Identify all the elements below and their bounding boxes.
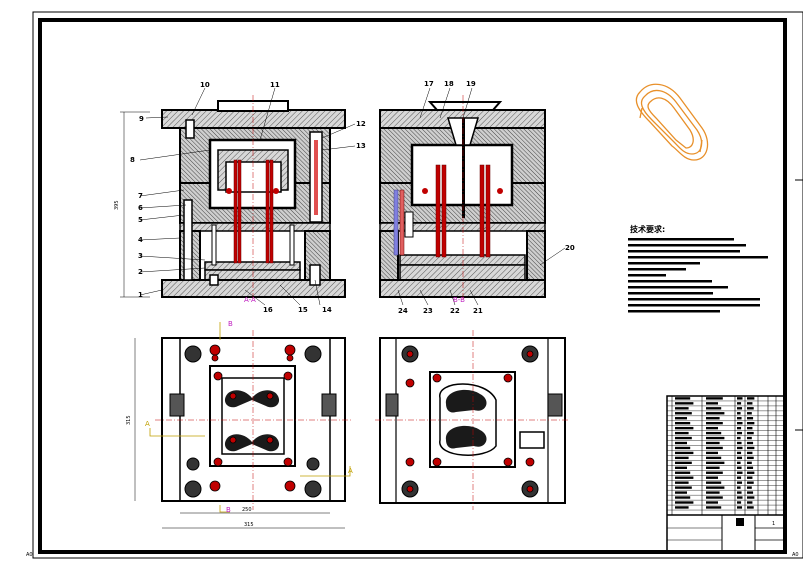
- svg-text:315: 315: [126, 415, 132, 425]
- label-5: 5: [138, 216, 143, 224]
- label-10: 10: [200, 81, 210, 89]
- label-17: 17: [424, 80, 434, 88]
- label-12: 12: [356, 120, 366, 128]
- section-mark-b-b: B-B: [453, 296, 465, 304]
- outer-frame: [32, 11, 803, 559]
- label-6: 6: [138, 204, 143, 212]
- corner-label-left: A0: [26, 552, 33, 558]
- label-8: 8: [130, 156, 135, 164]
- plan-mark-a-left: A: [145, 420, 150, 428]
- label-15: 15: [298, 306, 308, 314]
- label-16: 16: [263, 306, 273, 314]
- label-14: 14: [322, 306, 332, 314]
- tech-requirements-title: 技术要求:: [630, 224, 665, 234]
- label-1: 1: [138, 291, 143, 299]
- plan-view-right: [375, 330, 570, 510]
- label-19: 19: [466, 80, 476, 88]
- side-section-view: 17 18 19 20 24 23 22 21 B-B: [379, 80, 575, 315]
- title-block: 1: [666, 395, 786, 553]
- label-20: 20: [565, 244, 575, 252]
- svg-text:315: 315: [244, 522, 254, 528]
- label-11: 11: [270, 81, 280, 89]
- label-3: 3: [138, 252, 143, 260]
- label-23: 23: [423, 307, 433, 315]
- label-21: 21: [473, 307, 483, 315]
- label-22: 22: [450, 307, 460, 315]
- label-24: 24: [398, 307, 408, 315]
- part-isometric: [635, 83, 709, 161]
- section-mark-a-a: A-A: [244, 296, 256, 304]
- technical-requirements: 技术要求:: [628, 224, 768, 313]
- label-2: 2: [138, 268, 143, 276]
- plan-mark-a-right: A: [348, 467, 353, 475]
- label-13: 13: [356, 142, 366, 150]
- svg-text:395: 395: [114, 200, 120, 210]
- plan-view-left: A A B B 315 250 315: [126, 320, 353, 529]
- plan-mark-b-top: B: [228, 320, 233, 328]
- inner-frame: [38, 18, 787, 554]
- label-18: 18: [444, 80, 454, 88]
- svg-text:250: 250: [242, 507, 252, 513]
- label-4: 4: [138, 236, 143, 244]
- label-7: 7: [138, 192, 143, 200]
- title-block-revision: 1: [772, 521, 775, 527]
- plan-mark-b-bottom: B: [226, 506, 231, 514]
- label-9: 9: [139, 115, 144, 123]
- front-section-view: 3 9 5: [114, 81, 366, 314]
- corner-label-right: A0: [792, 552, 799, 558]
